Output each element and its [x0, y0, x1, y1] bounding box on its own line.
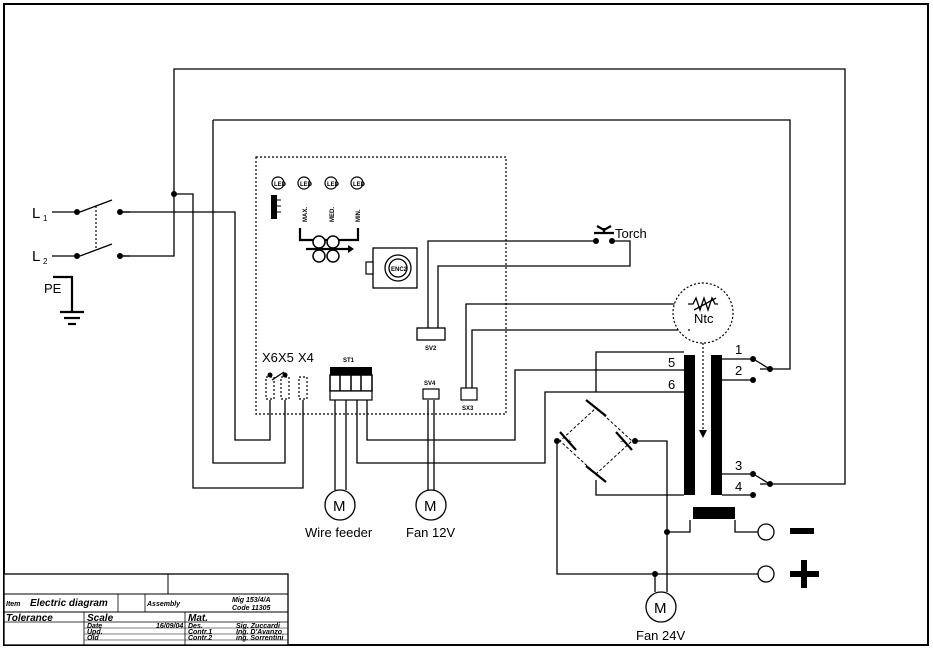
tb-mat-label: Mat. [188, 613, 208, 624]
sx3-label: SX3 [462, 406, 474, 412]
led-med: LED MED. [324, 176, 340, 222]
earth-symbol: PE [44, 275, 84, 326]
torch-label: Torch [615, 226, 647, 241]
encoder-knob: ENC2 [365, 247, 418, 289]
l1-subscript: 1 [43, 214, 48, 223]
mains-switch: L 1 L 2 [32, 199, 130, 266]
tb-contr2-label: Contr.2 [188, 635, 212, 642]
led-max-label: LED [300, 182, 313, 188]
tb-upd-label: Upd. [87, 629, 103, 636]
faston-x6 [265, 372, 275, 400]
sv4-label: SV4 [424, 381, 436, 387]
tap-5-label: 5 [668, 355, 675, 370]
fan-24v-motor: M Fan 24V [636, 532, 685, 643]
tb-date-value: 16/09/04 [156, 623, 183, 630]
tb-des-label: Des. [188, 623, 203, 630]
encoder-label: ENC2 [391, 267, 408, 273]
fan-24v-label: Fan 24V [636, 628, 685, 643]
tb-contr1-label: Contr.1 [188, 629, 212, 636]
tb-contr2-value: ing. Sorrentini [236, 635, 285, 642]
tb-assembly-label: Assembly [146, 601, 181, 608]
tb-part-line2: Code 11305 [232, 605, 270, 612]
wire-feeder-label: Wire feeder [305, 525, 373, 540]
led-thermal-label: LED [274, 182, 287, 188]
led-thermal: LED [271, 176, 287, 219]
led-med-label: LED [327, 182, 340, 188]
led-med-text: MED. [330, 207, 336, 222]
sv4-connector [422, 388, 440, 400]
ntc-label: Ntc [694, 311, 714, 326]
sv2-connector [416, 327, 446, 341]
led-min: LED MIN. [350, 176, 366, 222]
tb-old-label: Old [87, 635, 99, 642]
tap-2-label: 2 [735, 363, 742, 378]
wire-feed-icon [306, 235, 354, 263]
tap-4-label: 4 [735, 479, 742, 494]
tap-3-label: 3 [735, 458, 742, 473]
plus-sign-v [801, 560, 807, 588]
minus-sign [790, 528, 814, 534]
tb-part-line1: Mig 153/4/A [232, 597, 271, 604]
sheet-border [3, 3, 929, 646]
output-terminals [652, 507, 819, 588]
tap-6-label: 6 [668, 377, 675, 392]
rectifier-bridge: + − [554, 399, 668, 575]
led-min-text: MIN. [356, 209, 362, 222]
sx3-connector [460, 387, 478, 401]
fan-12v-label: Fan 12V [406, 525, 455, 540]
x6-label: X6 [262, 350, 278, 365]
wire-feeder-m: M [333, 498, 346, 515]
x5-label: X5 [278, 350, 294, 365]
fan-12v-m: M [424, 498, 437, 515]
transformer: 5 6 1 2 3 4 [595, 342, 773, 498]
l2-subscript: 2 [43, 257, 48, 266]
fan-12v-motor: M Fan 12V [406, 489, 455, 540]
tb-contr1-value: Ing. D'Avanzo [236, 629, 283, 636]
svg-text:−: − [620, 437, 625, 446]
tb-scale-label: Scale [87, 613, 114, 624]
led-max-text: MAX. [303, 207, 309, 222]
tb-item-label: Item [6, 601, 20, 608]
fan-24v-m: M [654, 600, 667, 617]
tap-1-label: 1 [735, 342, 742, 357]
st1-connector [329, 367, 373, 401]
led-min-label: LED [353, 182, 366, 188]
led-max: LED MAX. [297, 176, 313, 222]
control-board: LED LED MAX. LED MED. LED MIN. [255, 156, 507, 415]
wire-feeder-motor: M Wire feeder [305, 489, 373, 540]
st1-label: ST1 [343, 358, 355, 364]
torch-button: Torch [593, 225, 647, 244]
pe-label: PE [44, 281, 62, 296]
wiring [120, 68, 846, 490]
ntc-sensor: Ntc [672, 282, 734, 438]
faston-x4 [298, 376, 308, 400]
l1-label: L [32, 205, 40, 222]
sv2-label: SV2 [425, 346, 437, 352]
tb-item-value: Electric diagram [30, 598, 108, 609]
x4-label: X4 [298, 350, 314, 365]
title-block: Item Electric diagram Assembly Mig 153/4… [3, 573, 289, 646]
faston-x5 [271, 371, 290, 400]
tb-des-value: Sig. Zuccardi [236, 623, 281, 630]
tb-date-label: Date [87, 623, 102, 630]
l2-label: L [32, 248, 40, 265]
svg-text:+: + [567, 437, 572, 446]
tb-tolerance-label: Tolerance [6, 613, 53, 624]
